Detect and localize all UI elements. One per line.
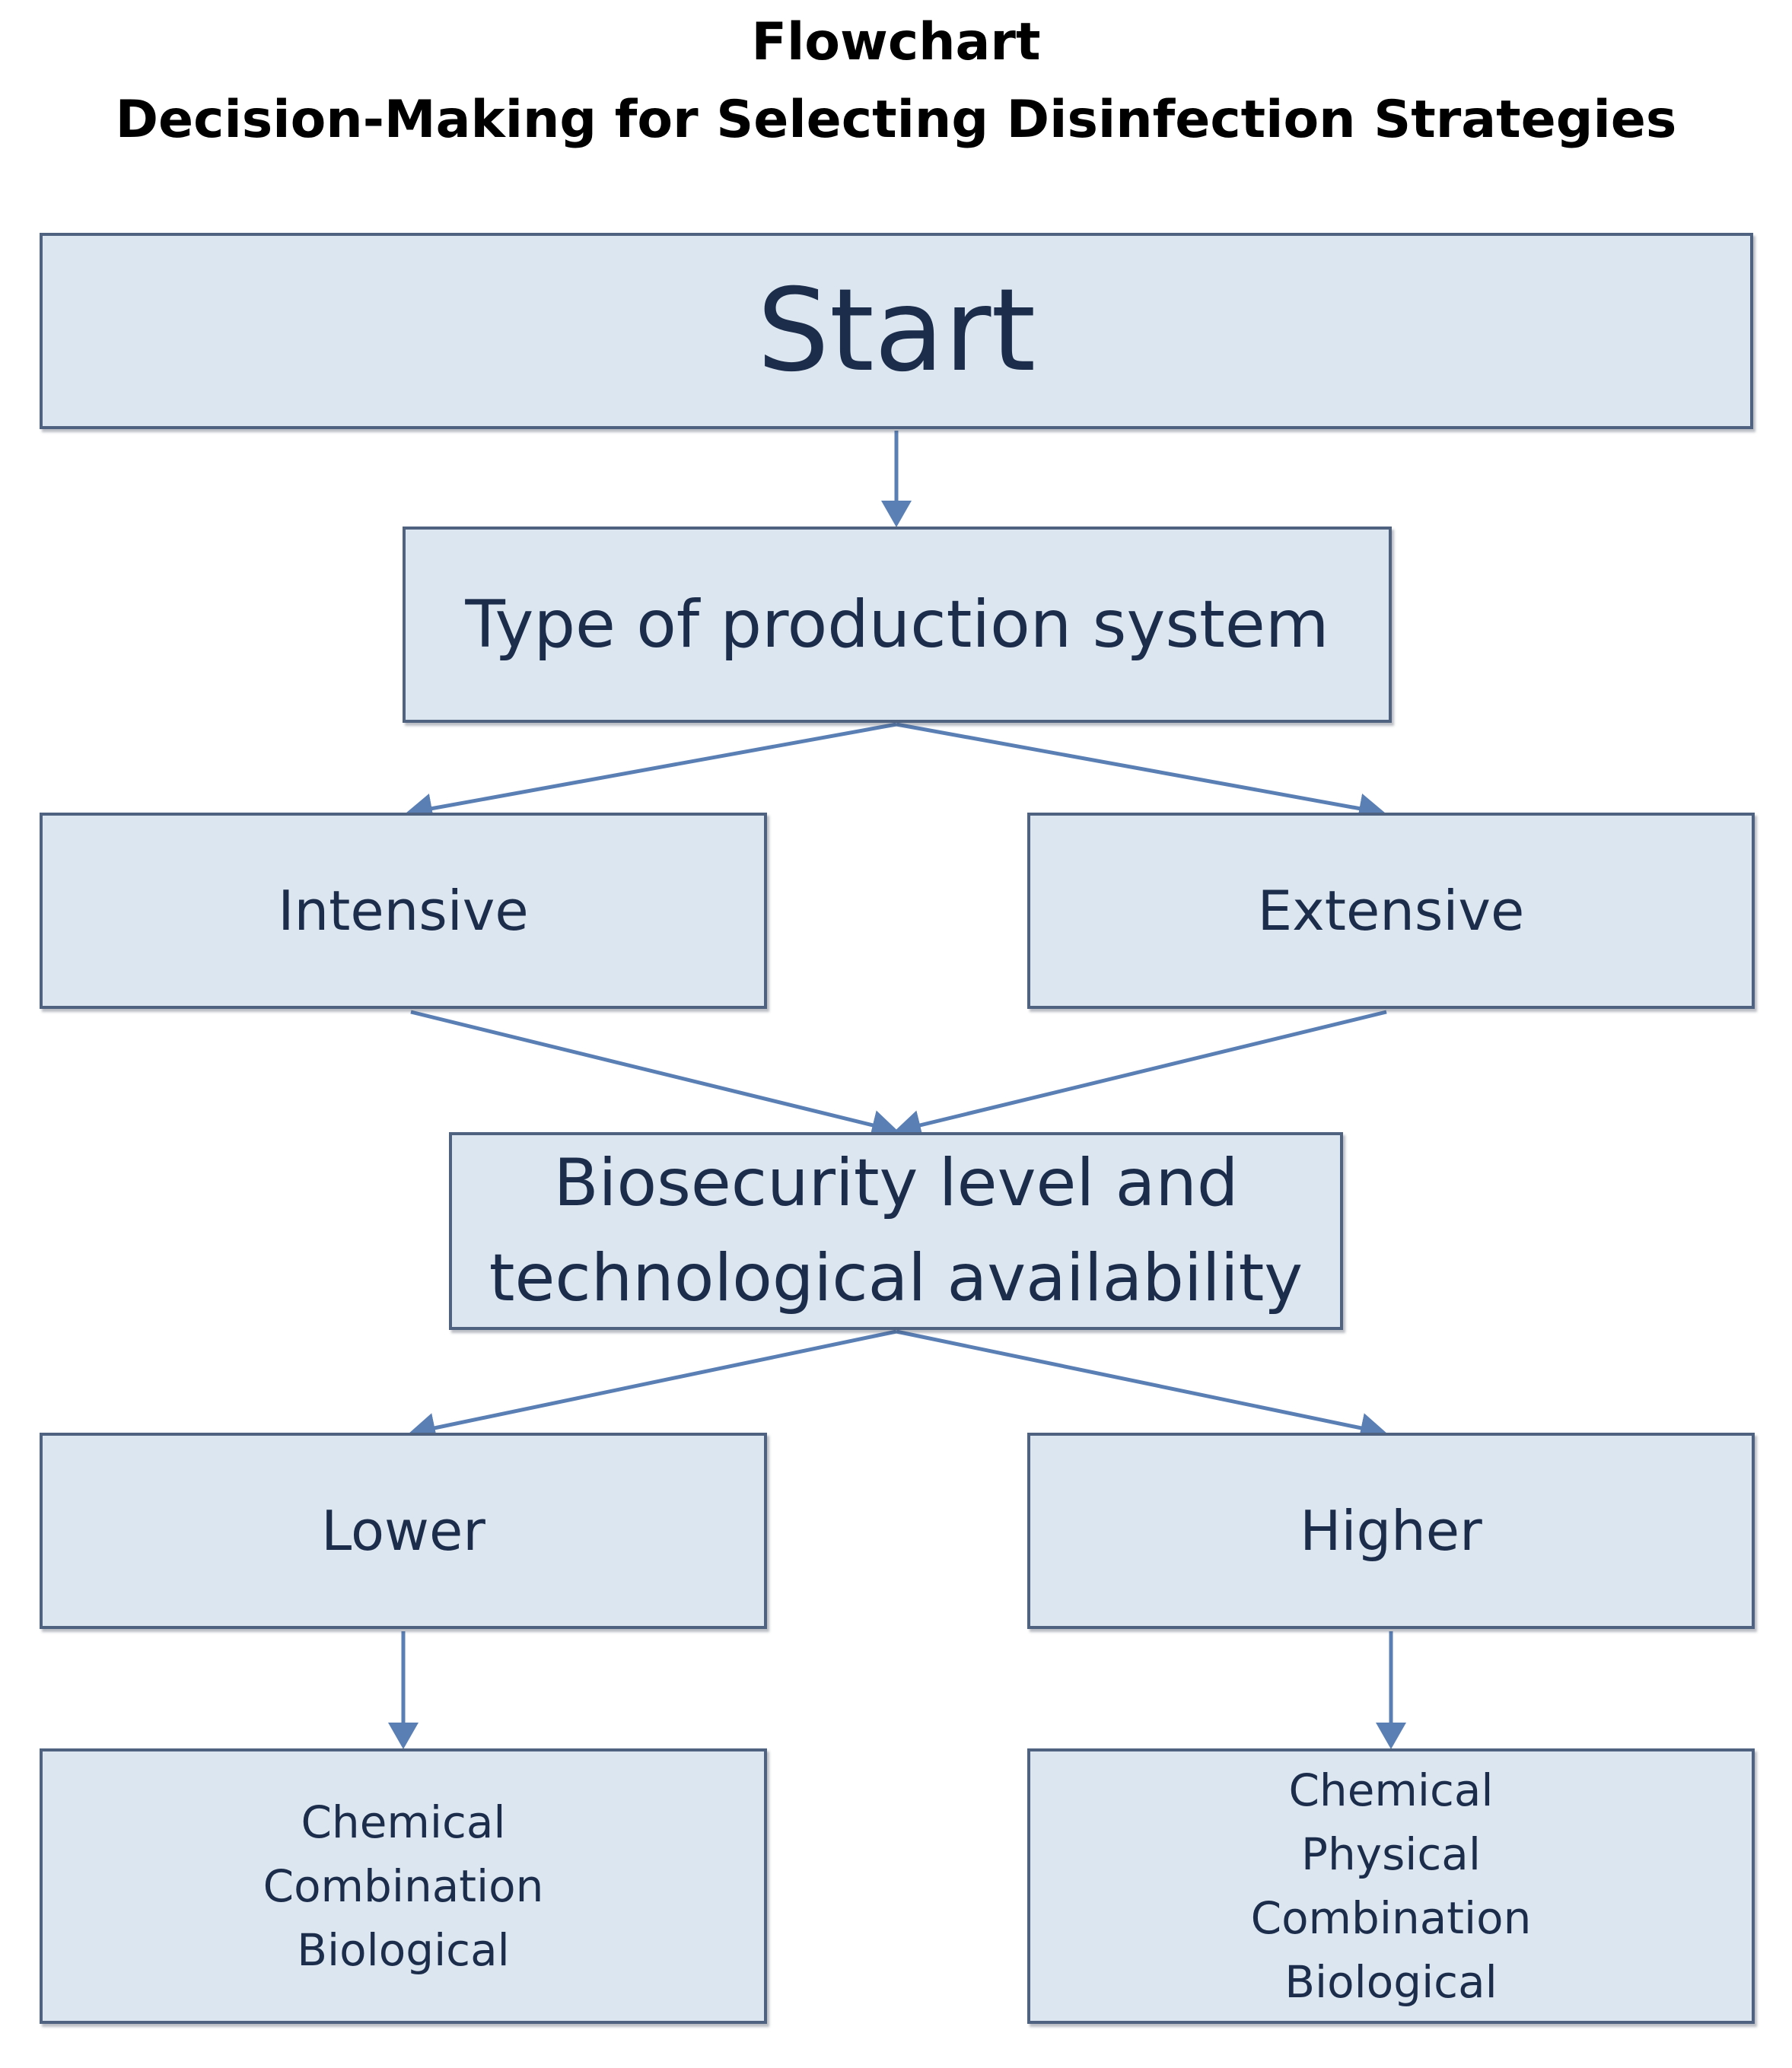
lower-method-item: Biological xyxy=(297,1924,510,1977)
higher-method-item: Biological xyxy=(1284,1956,1498,2009)
extensive-label: Extensive xyxy=(1257,879,1525,943)
higher-methods-node: Chemical Physical Combination Biological xyxy=(1027,1748,1755,2024)
arrow-type-to-intensive xyxy=(406,722,897,824)
production-type-node: Type of production system xyxy=(403,527,1392,723)
intensive-label: Intensive xyxy=(278,879,529,943)
higher-method-item: Combination xyxy=(1250,1892,1532,1944)
biosecurity-label-line-2: technological availability xyxy=(489,1240,1303,1316)
lower-node: Lower xyxy=(40,1433,767,1629)
arrow-biosecurity-to-higher xyxy=(896,1329,1387,1443)
intensive-node: Intensive xyxy=(40,813,767,1009)
lower-method-item: Chemical xyxy=(301,1796,506,1848)
higher-node: Higher xyxy=(1027,1433,1755,1629)
arrow-extensive-to-biosecurity xyxy=(894,1010,1387,1141)
arrow-intensive-to-biosecurity xyxy=(410,1010,899,1141)
start-node: Start xyxy=(40,233,1753,429)
extensive-node: Extensive xyxy=(1027,813,1755,1009)
higher-method-item: Chemical xyxy=(1288,1764,1494,1816)
biosecurity-node: Biosecurity level and technological avai… xyxy=(449,1132,1343,1330)
start-label: Start xyxy=(756,265,1036,397)
diagram-subtitle: Decision-Making for Selecting Disinfecti… xyxy=(115,90,1677,150)
production-type-label: Type of production system xyxy=(465,587,1329,663)
arrow-biosecurity-to-lower xyxy=(409,1329,897,1443)
diagram-title: Flowchart xyxy=(751,12,1041,72)
lower-method-item: Combination xyxy=(263,1860,544,1912)
arrow-type-to-extensive xyxy=(896,722,1386,824)
higher-label: Higher xyxy=(1300,1499,1482,1563)
biosecurity-label-line-1: Biosecurity level and xyxy=(553,1145,1239,1222)
higher-method-item: Physical xyxy=(1301,1828,1481,1880)
lower-methods-node: Chemical Combination Biological xyxy=(40,1748,767,2024)
lower-label: Lower xyxy=(321,1499,485,1563)
